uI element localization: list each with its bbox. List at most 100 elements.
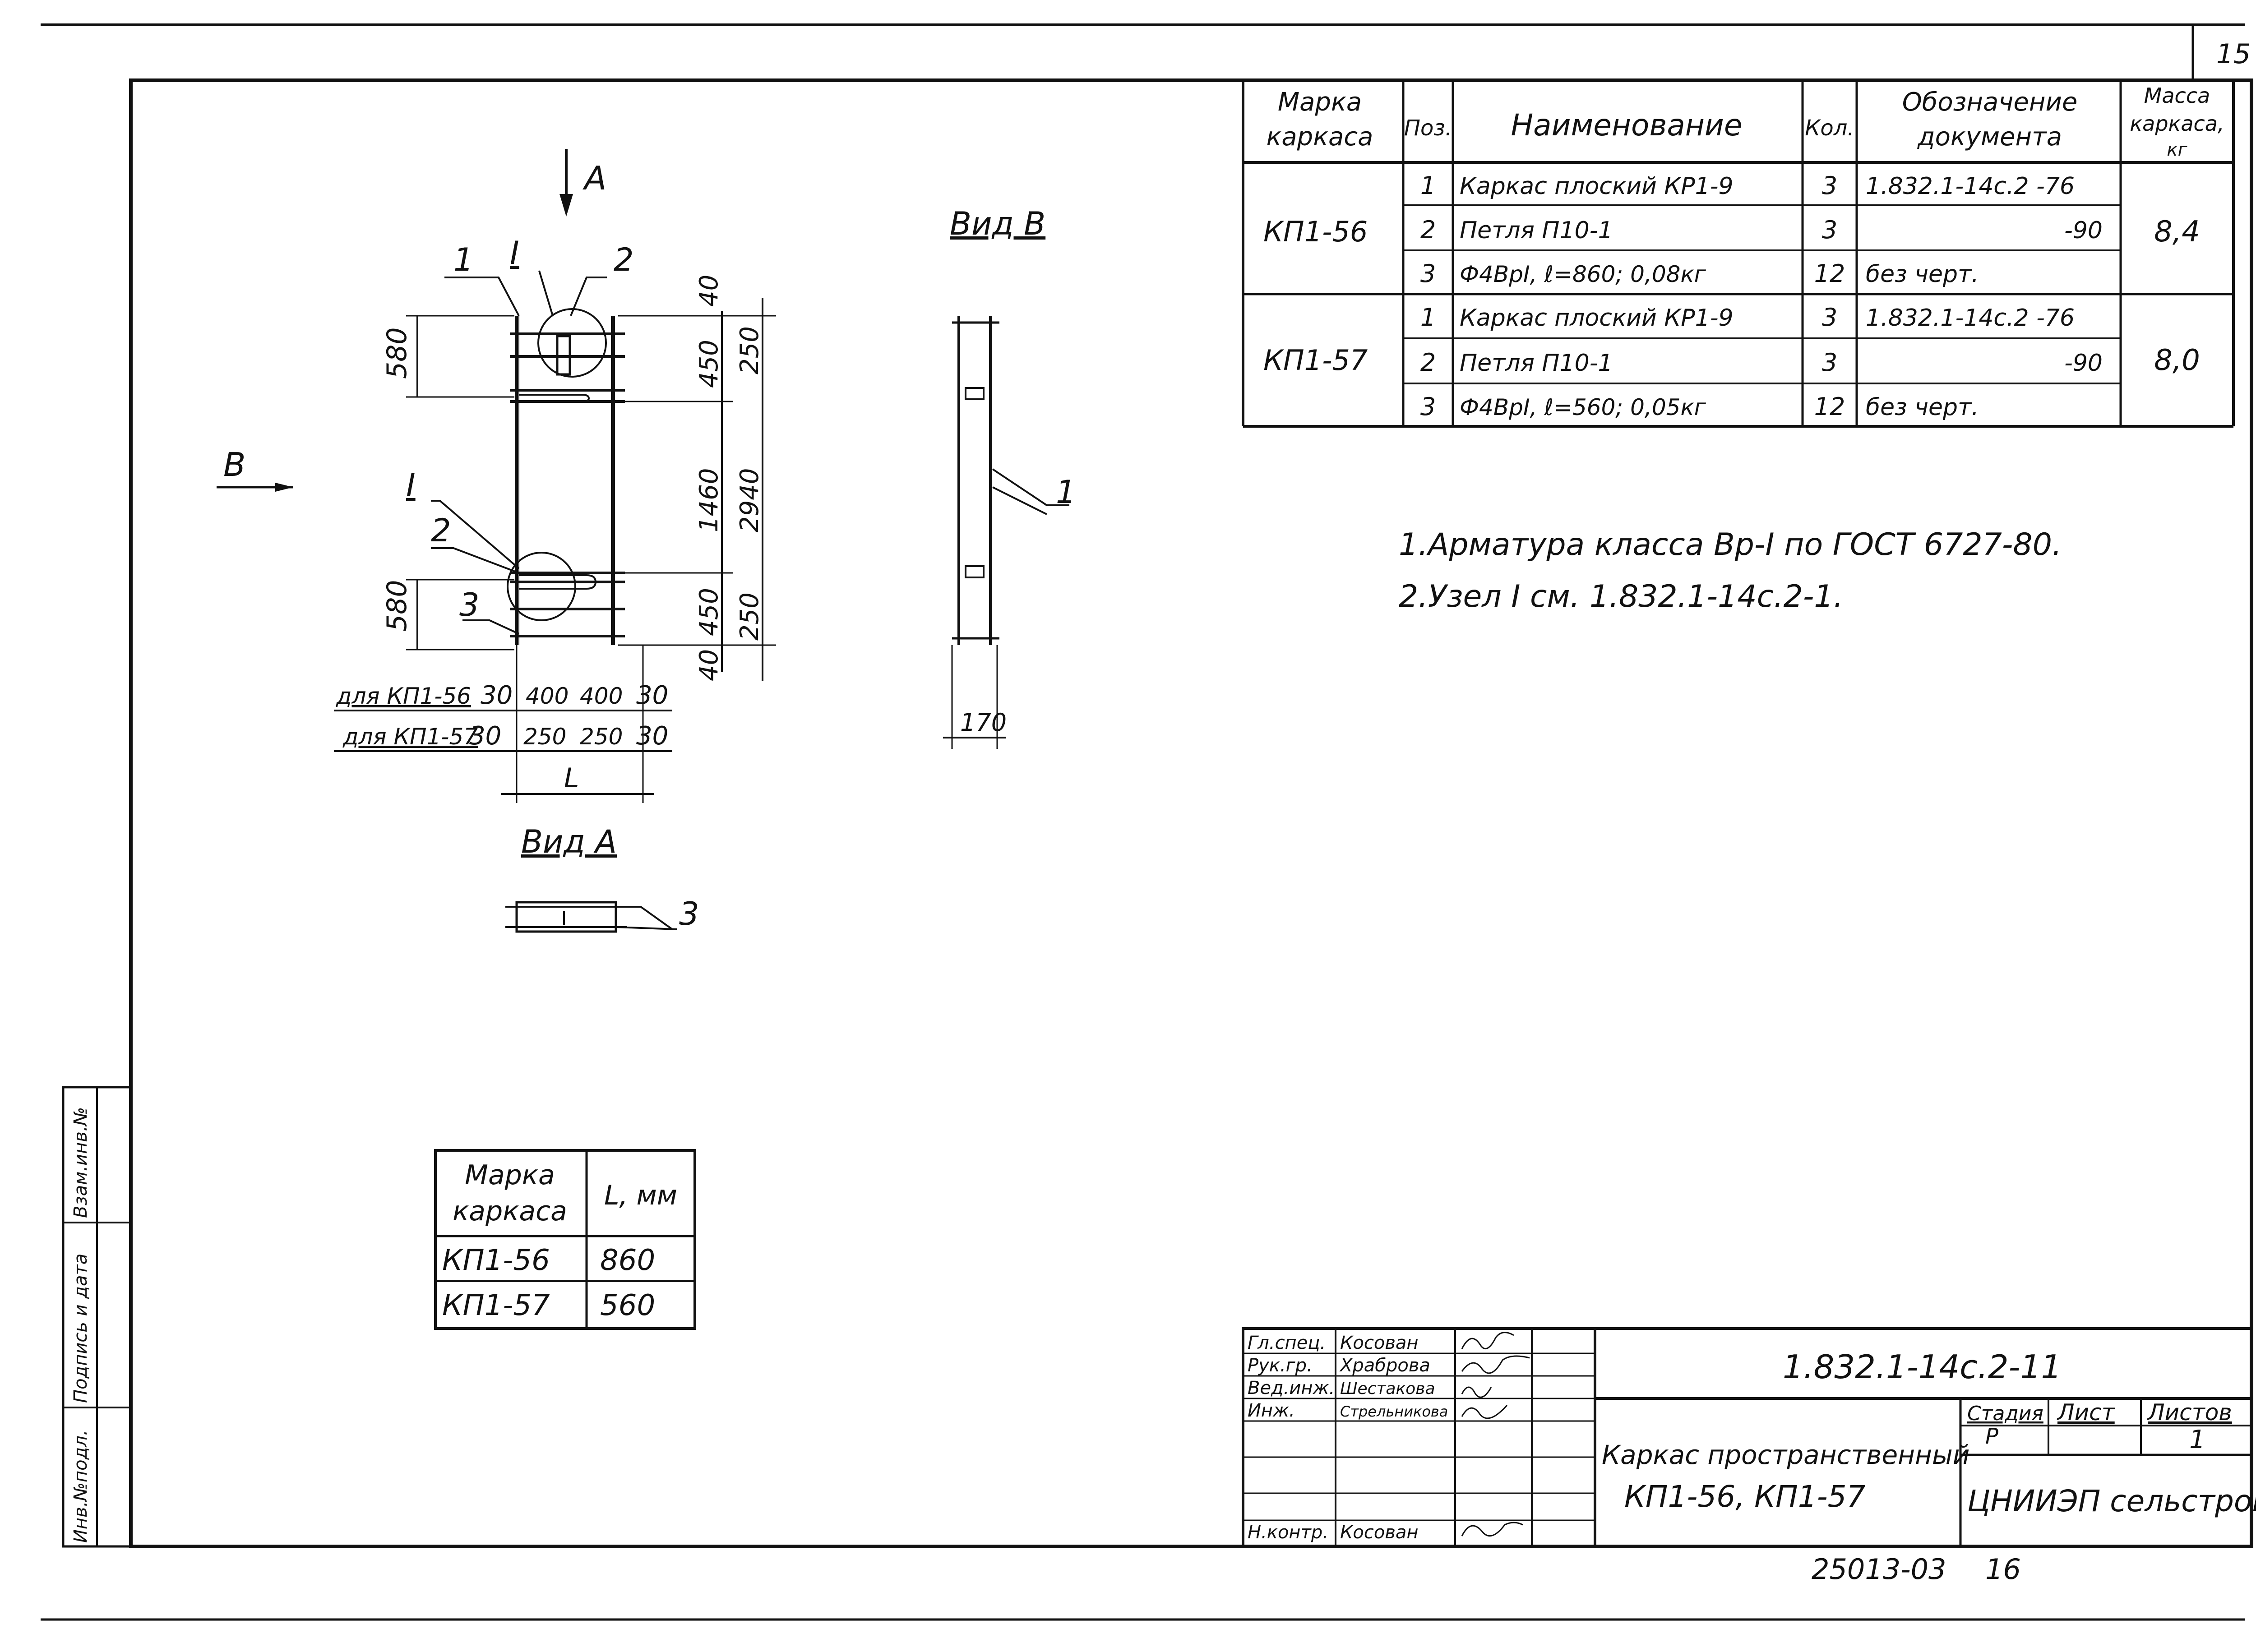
spec-pos: 2 <box>1420 216 1436 244</box>
spec-pos: 3 <box>1420 259 1436 288</box>
spec-name: Каркас плоский КР1-9 <box>1460 173 1734 200</box>
dim-580-bottom: 580 <box>381 580 413 632</box>
dim-250-bottom: 250 <box>735 592 764 641</box>
view-a: Вид А 3 <box>505 823 699 933</box>
spec-doc: 1.832.1-14с.2 -76 <box>1866 305 2075 332</box>
dim-row1-value: 30 <box>481 681 513 710</box>
sheet-number: 15 <box>2216 38 2251 70</box>
leader-1-top: 1 <box>453 241 474 278</box>
tb-name: Храброва <box>1339 1355 1430 1376</box>
spec-name: Каркас плоский КР1-9 <box>1460 305 1734 332</box>
spec-pos: 1 <box>1420 303 1436 332</box>
view-a-leader-3: 3 <box>679 895 699 932</box>
spec-qty: 3 <box>1822 303 1837 332</box>
tb-role: Вед.инж. <box>1248 1378 1335 1398</box>
arrow-a-label: А <box>582 159 606 197</box>
spec-header-mass-3: кг <box>2167 139 2187 160</box>
l-table: Марка каркаса L, мм КП1-56 860 КП1-57 56… <box>434 1149 696 1330</box>
dim-40-top: 40 <box>694 275 724 307</box>
spec-header-doc-1: Обозначение <box>1902 88 2078 117</box>
tb-name: Косован <box>1340 1522 1419 1543</box>
l-table-mark: КП1-56 <box>442 1244 550 1277</box>
tb-title: Каркас пространственный <box>1602 1440 1969 1470</box>
l-table-length: 860 <box>600 1244 655 1277</box>
b-label: В <box>223 446 245 484</box>
spec-pos: 1 <box>1420 171 1436 200</box>
tb-role: Гл.спец. <box>1248 1333 1326 1353</box>
tb-name: Косован <box>1340 1333 1419 1353</box>
signature-mark <box>1461 1332 1514 1350</box>
tb-marks: КП1-56, КП1-57 <box>1624 1479 1866 1514</box>
l-table-header-l: L, мм <box>604 1180 677 1211</box>
spec-qty: 3 <box>1822 171 1837 200</box>
note-2: 2.Узел I см. 1.832.1-14с.2-1. <box>1399 579 1843 614</box>
side-stamp-replace: Взам.инв.№ <box>70 1107 91 1218</box>
spec-table: Марка каркаса Поз. Наименование Кол. Обо… <box>1242 80 2235 428</box>
signature-mark <box>1461 1355 1530 1374</box>
dim-row2-value: 30 <box>469 721 501 751</box>
signature-mark <box>1461 1386 1492 1398</box>
tb-name: Стрельникова <box>1340 1403 1448 1420</box>
view-b-title: Вид В <box>950 205 1045 242</box>
tb-name: Шестакова <box>1340 1380 1435 1398</box>
spec-header-mark-1: Марка <box>1278 88 1362 117</box>
tb-stage: Р <box>1985 1424 1998 1449</box>
dim-580-top: 580 <box>381 327 413 379</box>
tb-sheet-header: Лист <box>2057 1399 2116 1426</box>
tb-sheets-total: 1 <box>2189 1425 2205 1454</box>
l-table-header-mark-2: каркаса <box>453 1195 567 1227</box>
node-label-top: I <box>510 235 519 272</box>
view-a-title: Вид А <box>521 823 617 860</box>
spec-name: Петля П10-1 <box>1460 217 1613 244</box>
spec-header-name: Наименование <box>1511 108 1743 143</box>
dim-450-top: 450 <box>694 340 724 388</box>
dim-row2-label: для КП1-57 <box>342 724 478 750</box>
dim-450-bottom: 450 <box>694 588 724 636</box>
dim-250-top: 250 <box>735 326 764 374</box>
dim-1460: 1460 <box>694 468 724 532</box>
dim-row1-label: для КП1-56 <box>336 683 471 709</box>
l-table-length: 560 <box>600 1289 655 1322</box>
dim-row1-value: 400 <box>526 683 569 709</box>
spec-doc: без черт. <box>1866 261 1979 288</box>
tb-role: Н.контр. <box>1248 1522 1328 1543</box>
spec-doc: -90 <box>2064 350 2103 377</box>
leader-2-bottom: 2 <box>431 512 451 549</box>
tb-stage-header: Стадия <box>1967 1402 2043 1425</box>
tb-code: 1.832.1-14с.2-11 <box>1783 1348 2062 1386</box>
view-b-leader-1: 1 <box>1056 474 1076 511</box>
tb-organization: ЦНИИЭП сельстрой <box>1967 1484 2256 1518</box>
view-b: Вид В 170 1 <box>943 205 1076 749</box>
dim-2940: 2940 <box>735 468 764 532</box>
dim-row2-value: 250 <box>580 724 623 750</box>
spec-mark: КП1-56 <box>1263 215 1368 248</box>
spec-header-mark-2: каркаса <box>1267 122 1373 152</box>
l-table-header-mark-1: Марка <box>465 1159 555 1191</box>
spec-name: Ф4ВрI, ℓ=560; 0,05кг <box>1460 394 1706 420</box>
spec-name: Петля П10-1 <box>1460 350 1613 377</box>
main-elevation: А В 1 I 2 I 2 <box>217 149 776 803</box>
dim-row1-value: 400 <box>580 683 623 709</box>
side-stamp-sign: Подпись и дата <box>70 1254 91 1403</box>
node-label-bottom: I <box>406 467 416 504</box>
tb-role: Инж. <box>1248 1400 1295 1421</box>
dim-row1-value: 30 <box>636 681 668 710</box>
spec-header-doc-2: документа <box>1917 122 2062 152</box>
tb-role: Рук.гр. <box>1248 1355 1313 1376</box>
spec-name: Ф4ВрI, ℓ=860; 0,08кг <box>1460 261 1706 287</box>
spec-header-mass-1: Масса <box>2144 83 2210 108</box>
spec-mass: 8,0 <box>2154 344 2200 377</box>
spec-qty: 3 <box>1822 216 1837 244</box>
spec-qty: 12 <box>1814 259 1845 288</box>
leader-3-bottom: 3 <box>459 586 480 623</box>
spec-header-mass-2: каркаса, <box>2130 111 2224 136</box>
spec-header-qty: Кол. <box>1805 115 1854 141</box>
spec-qty: 3 <box>1822 348 1837 377</box>
spec-header-pos: Поз. <box>1404 115 1452 141</box>
spec-doc: без черт. <box>1866 394 1979 421</box>
tb-sheets-header: Листов <box>2147 1399 2232 1426</box>
spec-mark: КП1-57 <box>1263 344 1368 377</box>
spec-pos: 2 <box>1420 348 1436 377</box>
note-1: 1.Арматура класса Вр-I по ГОСТ 6727-80. <box>1399 527 2062 563</box>
